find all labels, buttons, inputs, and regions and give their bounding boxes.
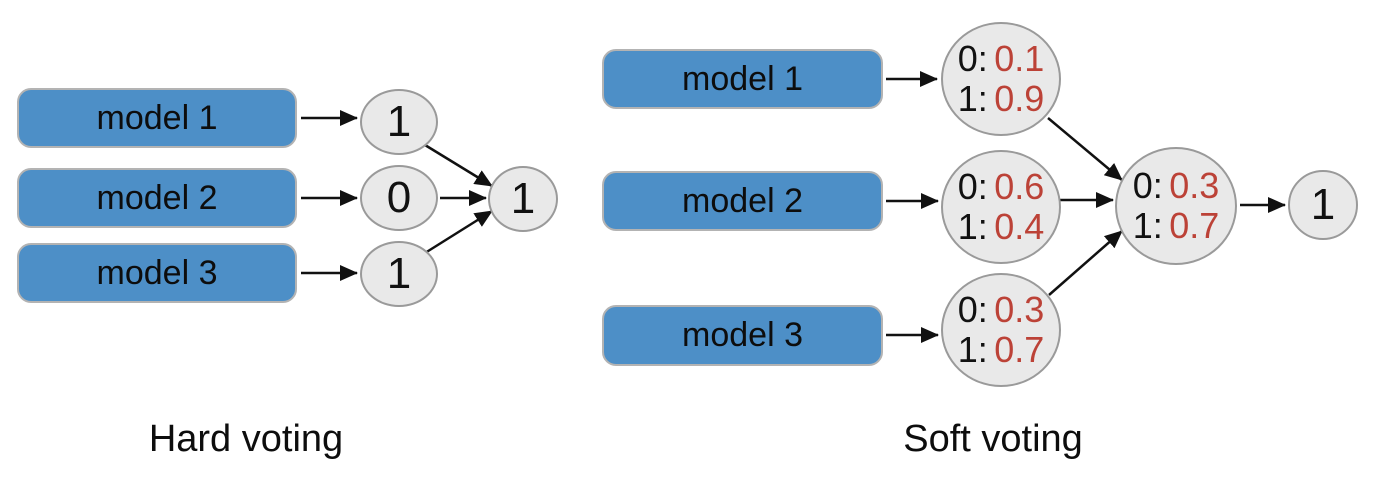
class-label: 1: bbox=[1132, 205, 1163, 246]
soft-average-node: 0:0.3 1:0.7 bbox=[1115, 147, 1237, 265]
prob-value: 0.4 bbox=[994, 206, 1045, 247]
prob-value: 0.7 bbox=[994, 329, 1045, 370]
prob-value: 0.6 bbox=[994, 166, 1045, 208]
model-label: model 3 bbox=[682, 316, 803, 354]
prob-value: 0.9 bbox=[994, 78, 1045, 119]
soft-model-box-2: model 2 bbox=[602, 171, 883, 231]
model-label: model 1 bbox=[96, 98, 218, 137]
model-label: model 3 bbox=[96, 253, 218, 292]
result-value: 1 bbox=[1310, 179, 1336, 229]
soft-prob-node-3: 0:0.3 1:0.7 bbox=[941, 273, 1061, 387]
vote-value: 0 bbox=[386, 172, 412, 222]
hard-model-box-1: model 1 bbox=[17, 88, 297, 148]
hard-vote-node-2: 0 bbox=[360, 165, 438, 231]
hard-model-box-2: model 2 bbox=[17, 168, 297, 228]
prob-value: 0.3 bbox=[994, 289, 1045, 331]
prob-value: 0.7 bbox=[1169, 205, 1220, 246]
prob-line-class0: 0:0.1 bbox=[958, 39, 1045, 79]
prob-line-class0: 0:0.3 bbox=[958, 290, 1045, 330]
prob-line-class1: 1:0.7 bbox=[958, 330, 1045, 370]
vote-value: 1 bbox=[386, 248, 412, 298]
hard-voting-caption: Hard voting bbox=[148, 418, 344, 460]
soft-model-box-1: model 1 bbox=[602, 49, 883, 109]
class-label: 0: bbox=[1132, 165, 1163, 207]
model-label: model 2 bbox=[682, 181, 803, 220]
result-value: 1 bbox=[510, 173, 536, 223]
hard-vote-node-3: 1 bbox=[360, 241, 438, 307]
hard-model-box-3: model 3 bbox=[17, 243, 297, 303]
class-label: 0: bbox=[957, 38, 988, 80]
prob-value: 0.1 bbox=[994, 38, 1045, 80]
prob-line-class1: 1:0.9 bbox=[958, 79, 1045, 119]
prob-value: 0.3 bbox=[1169, 165, 1220, 207]
class-label: 1: bbox=[957, 206, 988, 247]
soft-model-box-3: model 3 bbox=[602, 305, 883, 366]
model-label: model 2 bbox=[96, 178, 218, 217]
prob-line-class1: 1:0.4 bbox=[958, 207, 1045, 247]
class-label: 1: bbox=[957, 78, 988, 119]
prob-line-class0: 0:0.3 bbox=[1133, 166, 1220, 206]
soft-prob-node-2: 0:0.6 1:0.4 bbox=[941, 150, 1061, 264]
class-label: 0: bbox=[957, 289, 988, 331]
hard-vote-node-1: 1 bbox=[360, 89, 438, 155]
class-label: 0: bbox=[957, 166, 988, 208]
soft-voting-caption: Soft voting bbox=[903, 418, 1083, 460]
hard-result-node: 1 bbox=[488, 166, 558, 232]
soft-prob-node-1: 0:0.1 1:0.9 bbox=[941, 22, 1061, 136]
soft-result-node: 1 bbox=[1288, 170, 1358, 240]
prob-line-class0: 0:0.6 bbox=[958, 167, 1045, 207]
class-label: 1: bbox=[957, 329, 988, 370]
prob-line-class1: 1:0.7 bbox=[1133, 206, 1220, 246]
vote-value: 1 bbox=[386, 96, 412, 146]
model-label: model 1 bbox=[682, 59, 803, 98]
